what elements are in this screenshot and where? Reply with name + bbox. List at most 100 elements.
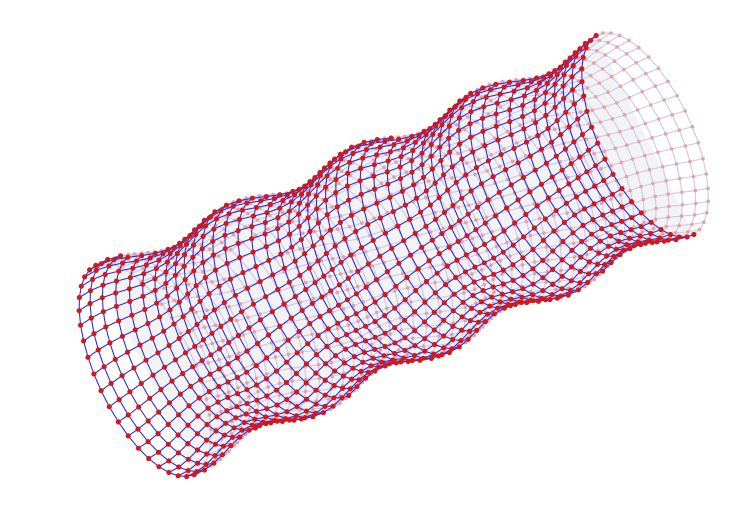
ring-edge	[270, 342, 277, 358]
longitudinal-edge	[174, 297, 187, 301]
longitudinal-edge	[318, 388, 332, 392]
ring-edge	[204, 277, 210, 294]
lattice-node	[592, 61, 596, 65]
ring-edge	[420, 285, 426, 300]
ring-edge	[158, 411, 169, 425]
ring-edge	[477, 254, 483, 270]
lattice-node	[565, 211, 569, 215]
ring-edge	[151, 337, 159, 353]
lattice-node	[472, 287, 477, 292]
lattice-node	[300, 231, 305, 235]
ring-edge	[266, 357, 277, 372]
ring-edge	[434, 212, 444, 229]
lattice-node	[297, 272, 303, 278]
ring-edge	[612, 174, 623, 189]
ring-edge	[597, 142, 606, 160]
longitudinal-edge	[266, 324, 280, 329]
lattice-node	[559, 268, 563, 273]
longitudinal-edge	[632, 155, 645, 160]
lattice-node	[686, 230, 690, 234]
lattice-node	[196, 223, 202, 229]
longitudinal-edge	[652, 180, 667, 184]
ring-edge	[103, 366, 112, 384]
ring-edge	[657, 152, 664, 167]
ring-edge	[363, 208, 369, 225]
lattice-node	[644, 71, 648, 76]
ring-edge	[283, 303, 292, 319]
ring-edge	[498, 192, 507, 209]
longitudinal-edge	[413, 325, 427, 329]
longitudinal-edge	[332, 256, 344, 260]
lattice-node	[305, 215, 311, 221]
longitudinal-edge	[658, 114, 673, 120]
ring-edge	[513, 224, 519, 240]
ring-edge	[267, 228, 279, 241]
lattice-node	[323, 361, 329, 367]
lattice-node	[677, 223, 681, 228]
lattice-node	[178, 331, 183, 336]
lattice-node	[237, 434, 243, 440]
ring-edge	[87, 357, 95, 375]
longitudinal-edge	[568, 111, 581, 114]
lattice-node	[182, 236, 188, 242]
lattice-node	[351, 303, 356, 308]
lattice-node	[294, 350, 300, 356]
ring-edge	[465, 174, 472, 192]
ring-edge	[367, 224, 374, 241]
lattice-node	[388, 332, 393, 336]
longitudinal-edge	[620, 79, 634, 87]
lattice-node	[677, 128, 682, 132]
lattice-node	[290, 219, 295, 224]
ring-edge	[616, 46, 627, 55]
longitudinal-edge	[689, 158, 704, 163]
lattice-node	[322, 377, 328, 383]
lattice-node	[171, 244, 177, 251]
longitudinal-edge	[278, 286, 293, 292]
ring-edge	[616, 102, 626, 116]
ring-edge	[665, 133, 673, 150]
ring-edge	[134, 329, 141, 346]
lattice-node	[635, 108, 640, 112]
longitudinal-edge	[338, 174, 351, 184]
lattice-node	[486, 112, 491, 116]
longitudinal-edge	[457, 149, 471, 154]
longitudinal-edge	[195, 362, 209, 367]
longitudinal-edge	[641, 85, 656, 93]
lattice-node	[365, 315, 370, 319]
lattice-node	[378, 337, 383, 341]
longitudinal-edge	[650, 233, 663, 237]
lattice-node	[235, 240, 241, 246]
lattice-node	[252, 330, 257, 334]
lattice-node	[155, 350, 161, 356]
lattice-node	[247, 395, 251, 399]
longitudinal-edge	[305, 278, 319, 284]
lattice-node	[246, 325, 252, 331]
ring-edge	[602, 68, 612, 78]
longitudinal-edge	[671, 110, 686, 116]
ring-edge	[384, 294, 396, 309]
lattice-node	[338, 401, 342, 406]
ring-edge	[336, 292, 345, 310]
lattice-node	[551, 213, 556, 218]
lattice-node	[252, 416, 258, 422]
lattice-node	[240, 270, 246, 276]
longitudinal-edge	[427, 138, 441, 142]
ring-edge	[164, 366, 173, 382]
longitudinal-edge	[389, 317, 401, 323]
ring-edge	[604, 158, 614, 175]
longitudinal-edge	[602, 60, 615, 70]
lattice-node	[485, 169, 489, 173]
ring-edge	[585, 138, 595, 154]
lattice-node	[317, 376, 322, 381]
ring-edge	[604, 218, 608, 233]
lattice-node	[235, 332, 241, 339]
lattice-node	[372, 216, 377, 221]
longitudinal-edge	[621, 158, 633, 163]
lattice-node	[93, 267, 99, 273]
ring-edge	[475, 167, 483, 184]
longitudinal-edge	[682, 202, 696, 206]
longitudinal-edge	[508, 206, 522, 212]
lattice-node	[125, 412, 131, 418]
ring-edge	[361, 222, 371, 236]
longitudinal-edge	[671, 145, 686, 150]
